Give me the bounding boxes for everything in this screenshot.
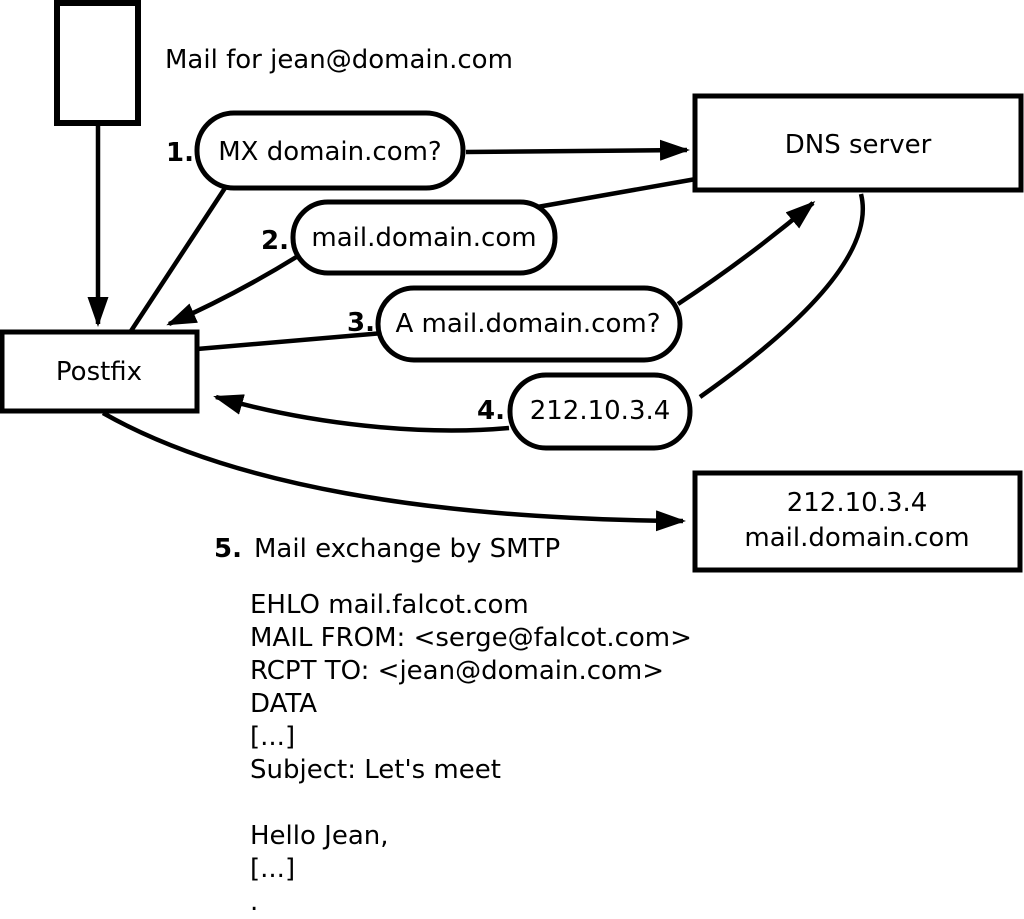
step-4-pill (507, 372, 693, 451)
step-1-label: MX domain.com? (218, 137, 441, 167)
smtp-line: Subject: Let's meet (250, 755, 501, 785)
dns-server-label: DNS server (785, 130, 932, 160)
edges (87, 123, 865, 532)
arrow-3-head (676, 201, 816, 306)
smtp-line: Hello Jean, (250, 821, 389, 851)
smtp-line: . (250, 887, 258, 917)
arrow-2-tail (525, 176, 697, 212)
step-4-number: 4. (477, 396, 505, 426)
mail-server-box (692, 470, 1023, 573)
postfix-box (0, 329, 200, 414)
arrow-4-tail (698, 193, 865, 399)
mail-note: Mail for jean@domain.com (165, 45, 513, 75)
step-1: 1. MX domain.com? (166, 110, 466, 191)
step-5-label: Mail exchange by SMTP (254, 534, 560, 564)
smtp-transcript: EHLO mail.falcot.com MAIL FROM: <serge@f… (250, 590, 692, 917)
step-3-number: 3. (347, 308, 375, 338)
smtp-line: [...] (250, 722, 295, 752)
step-4-label: 212.10.3.4 (530, 396, 671, 426)
mail-message-icon (54, 0, 141, 126)
step-5-number: 5. (214, 534, 242, 564)
step-2-pill (290, 199, 558, 276)
smtp-line: DATA (250, 689, 317, 719)
step-2-number: 2. (261, 226, 289, 256)
postfix-node: Postfix (0, 329, 200, 414)
step-1-number: 1. (166, 138, 194, 168)
dns-server-node: DNS server (692, 93, 1024, 193)
mail-server-hostname: mail.domain.com (744, 523, 969, 553)
step-2: 2. mail.domain.com (261, 199, 558, 276)
step-5: 5. Mail exchange by SMTP (214, 534, 560, 564)
smtp-line: MAIL FROM: <serge@falcot.com> (250, 623, 692, 653)
arrow-5 (101, 411, 686, 532)
smtp-line: [...] (250, 854, 295, 884)
step-3: 3. A mail.domain.com? (347, 285, 683, 363)
mail-server-ip: 212.10.3.4 (787, 488, 928, 518)
step-1-pill (194, 110, 466, 191)
step-3-label: A mail.domain.com? (396, 309, 661, 339)
step-2-label: mail.domain.com (311, 223, 536, 253)
arrow-1-tail (129, 186, 227, 333)
arrow-4-head (213, 394, 510, 433)
arrow-1-head (465, 139, 690, 161)
postfix-label: Postfix (56, 357, 142, 387)
smtp-line: EHLO mail.falcot.com (250, 590, 529, 620)
arrow-3-tail (196, 330, 385, 352)
arrow-2-head (166, 254, 300, 327)
step-4: 4. 212.10.3.4 (477, 372, 693, 451)
step-3-pill (375, 285, 683, 363)
smtp-line: RCPT TO: <jean@domain.com> (250, 656, 664, 686)
dns-server-box (692, 93, 1024, 193)
mail-server-node: 212.10.3.4 mail.domain.com (692, 470, 1023, 573)
